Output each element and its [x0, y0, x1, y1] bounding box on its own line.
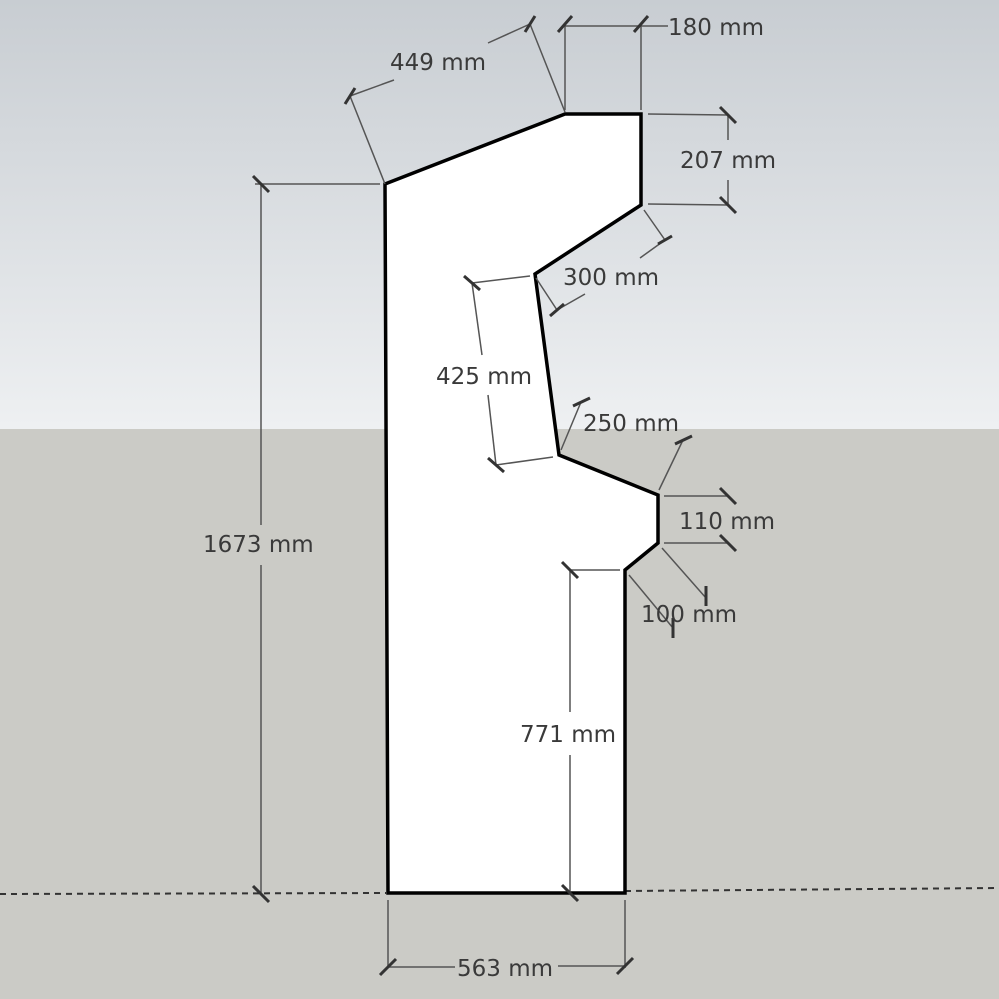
dim-top-width: 180 mm: [668, 15, 764, 41]
dim-upper-bevel: 300 mm: [563, 265, 659, 291]
dim-monitor-face: 425 mm: [436, 364, 532, 390]
dim-total-height: 1673 mm: [203, 532, 314, 558]
cabinet-side-panel: [383, 112, 660, 895]
dim-control-front: 110 mm: [679, 509, 775, 535]
dim-top-slope: 449 mm: [390, 50, 486, 76]
dimension-ticks: [251, 15, 738, 977]
dimension-labels: 449 mm 180 mm 207 mm 300 mm 425 mm 250 m…: [203, 15, 776, 982]
dim-base-width: 563 mm: [457, 956, 553, 982]
dim-lower-front: 771 mm: [520, 722, 616, 748]
dim-kick-bevel: 100 mm: [641, 602, 737, 628]
dimension-lines: [255, 23, 729, 968]
dim-control-panel: 250 mm: [583, 411, 679, 437]
ground-line: [0, 887, 999, 895]
dim-top-front: 207 mm: [680, 148, 776, 174]
